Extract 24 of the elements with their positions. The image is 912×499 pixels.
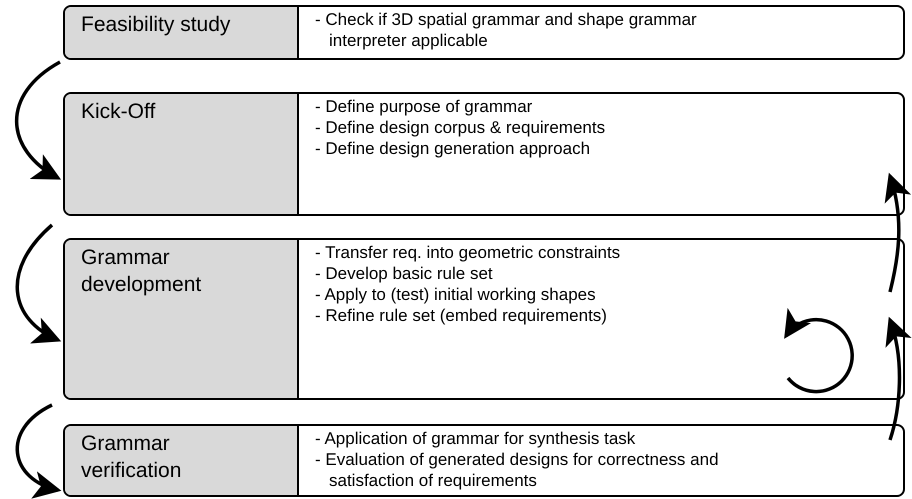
phase-box	[63, 238, 905, 400]
phase-title: Grammar verification	[81, 431, 182, 484]
task-item: - Define purpose of grammar	[315, 96, 534, 117]
task-item: - Transfer req. into geometric constraints	[315, 242, 622, 263]
curved-arrow	[784, 308, 854, 394]
curved-arrow	[16, 403, 62, 496]
phase-box	[63, 424, 905, 497]
task-item: - Define design corpus & requirements	[315, 117, 606, 138]
phase-title: Kick-Off	[81, 99, 156, 125]
task-item: - Develop basic rule set	[315, 263, 494, 284]
task-item: - Check if 3D spatial grammar and shape grammar interpreter applicable	[315, 9, 698, 51]
curved-arrow	[884, 172, 910, 292]
phase-box	[63, 5, 905, 60]
curved-arrow	[884, 316, 911, 440]
task-item: - Application of grammar for synthesis task	[315, 428, 636, 449]
curved-arrow	[16, 224, 62, 342]
phase-title: Feasibility study	[81, 12, 232, 38]
task-item: - Evaluation of generated designs for correctness and satisfaction of requirements	[315, 449, 720, 491]
task-item: - Define design generation approach	[315, 138, 592, 159]
task-item: - Apply to (test) initial working shapes	[315, 284, 597, 305]
task-item: - Refine rule set (embed requirements)	[315, 305, 608, 326]
curved-arrow	[14, 60, 61, 180]
phase-box	[63, 92, 905, 216]
phase-title: Grammar development	[81, 245, 202, 298]
